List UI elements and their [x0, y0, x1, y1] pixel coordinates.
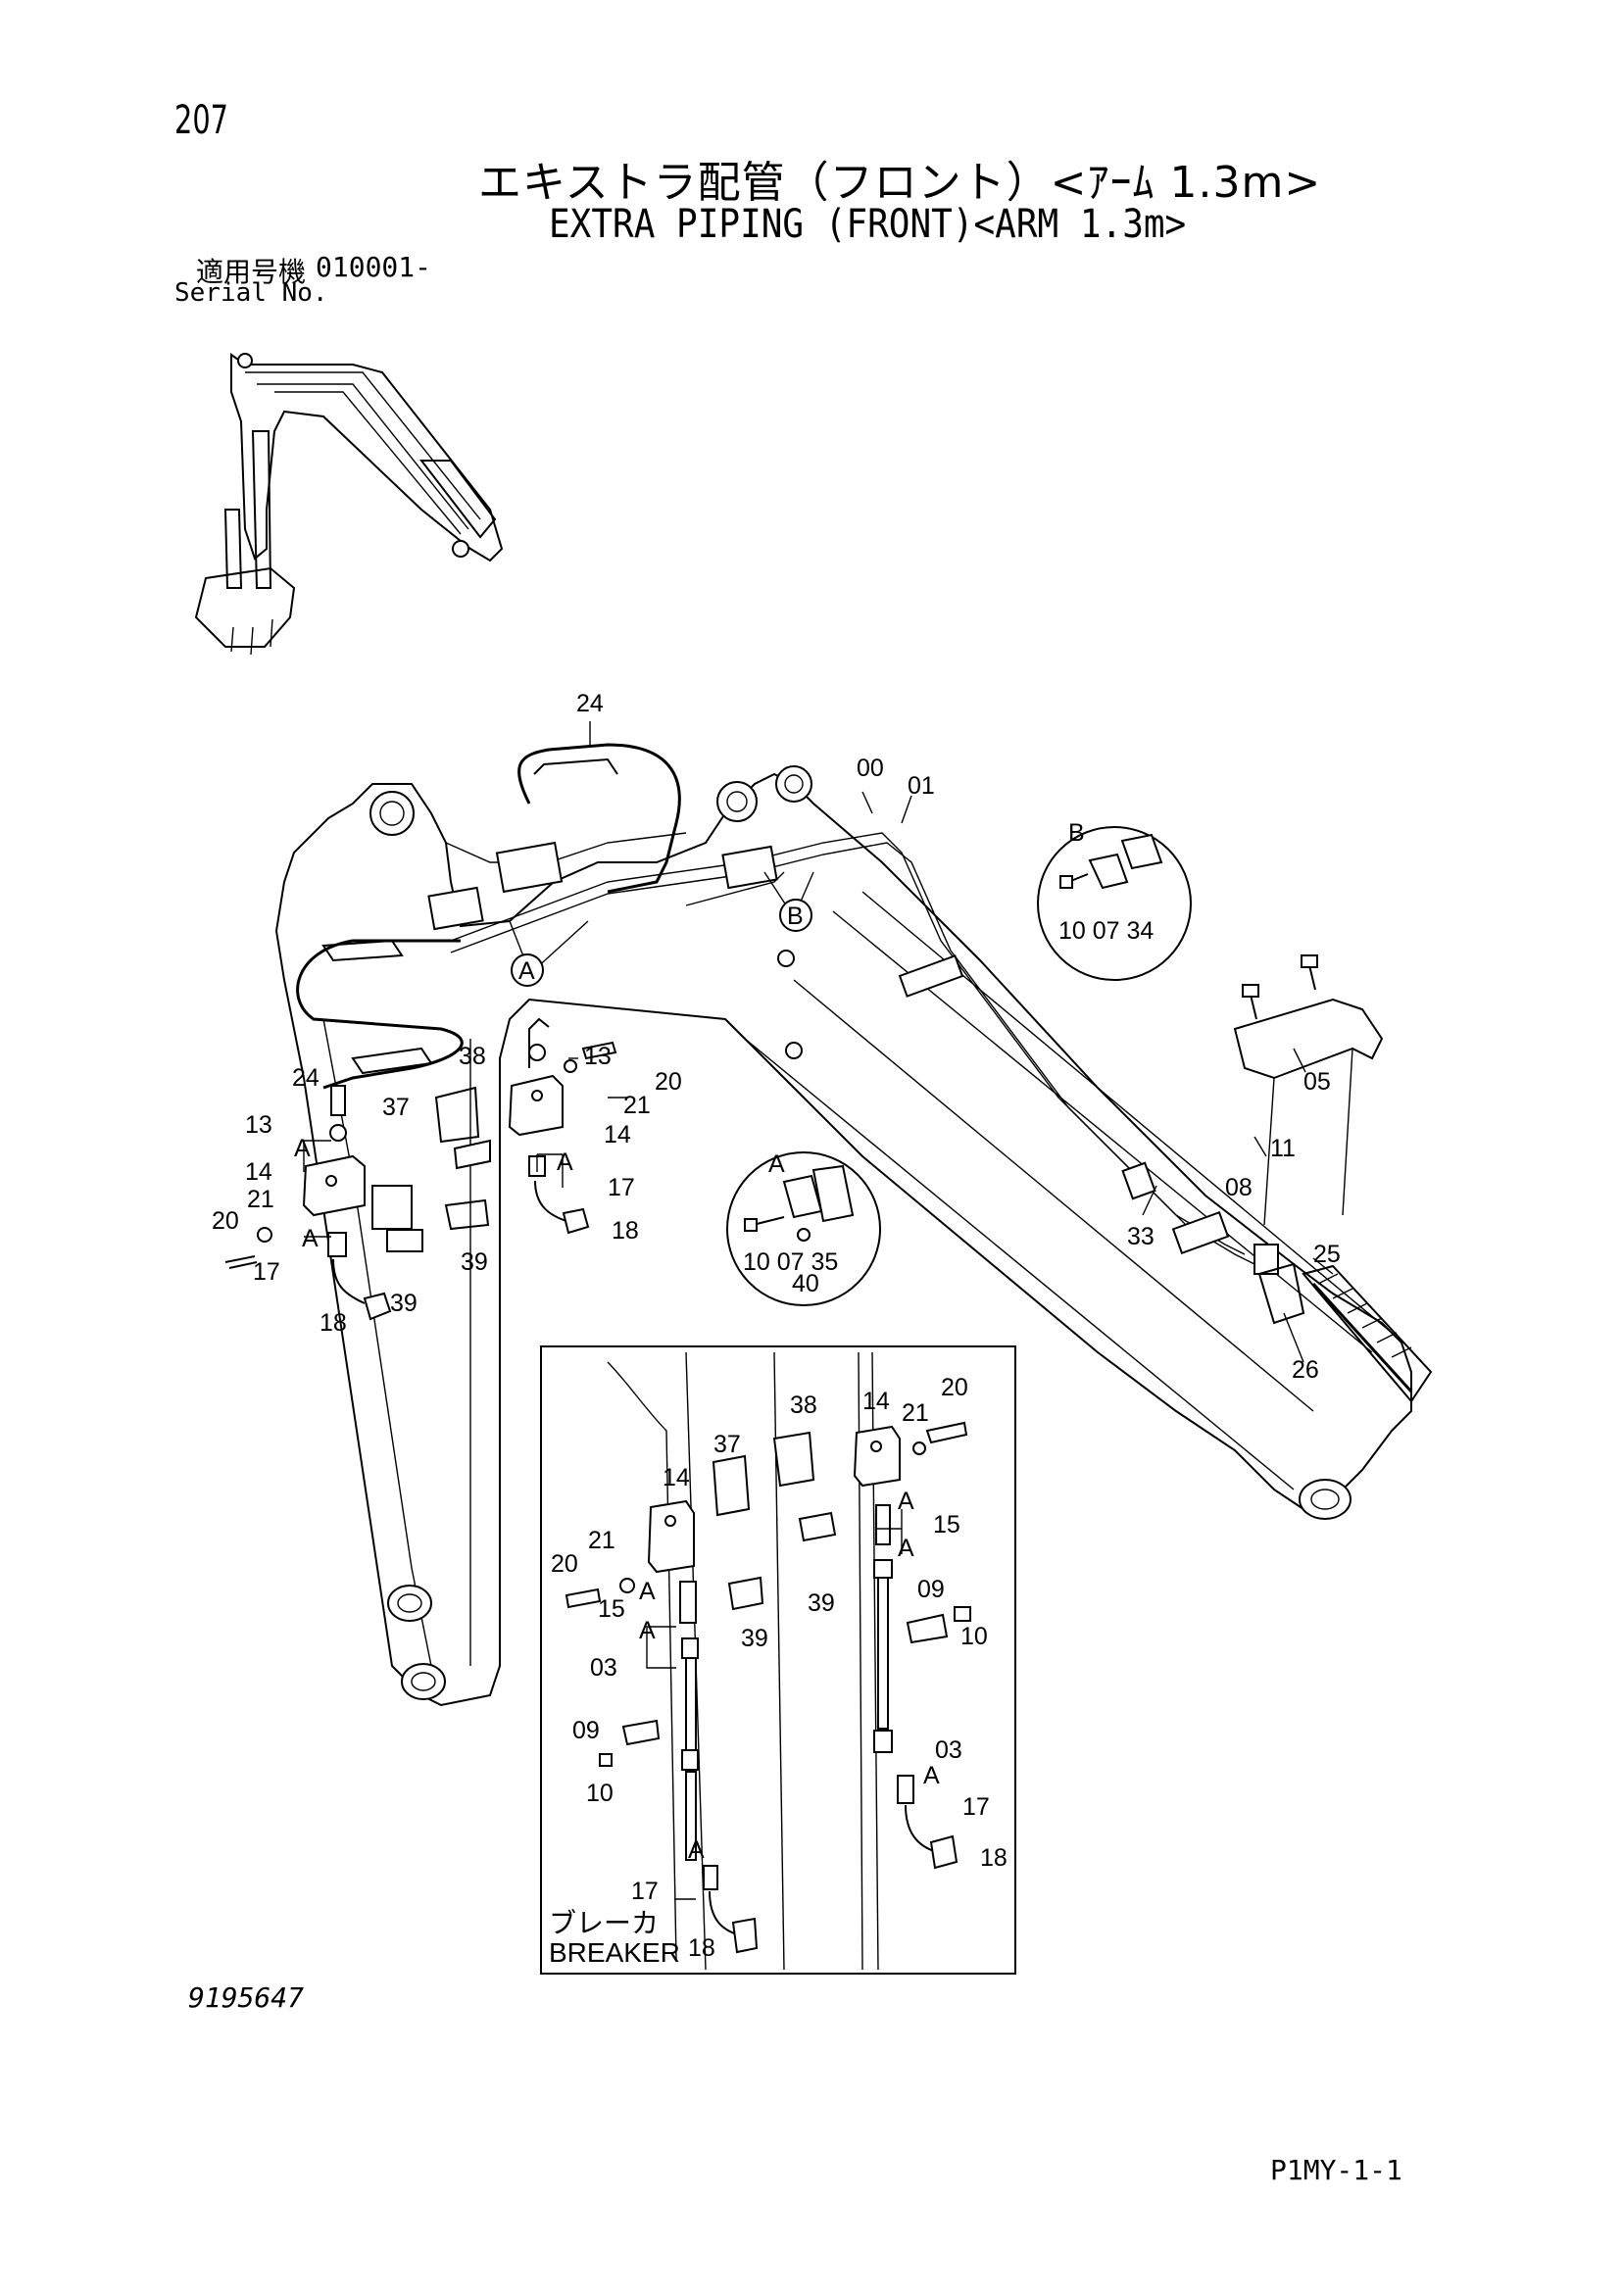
page-code: P1MY-1-1: [1270, 2154, 1402, 2186]
left-fittings-cluster: [224, 1085, 490, 1321]
arm-main-drawing: [274, 743, 1433, 1707]
callout-18-center: 18: [612, 1217, 639, 1245]
inset-callout-10-left: 10: [586, 1780, 614, 1807]
callout-b-circle: B: [787, 903, 804, 930]
callout-18-left: 18: [319, 1309, 347, 1337]
serial-label-japanese: 適用号機: [196, 256, 307, 288]
callout-40: 40: [792, 1270, 819, 1297]
inset-callout-39-right: 39: [808, 1589, 835, 1617]
callout-26: 26: [1292, 1356, 1319, 1384]
callout-10-07-35: 10 07 35: [743, 1248, 838, 1276]
callout-10-07-34: 10 07 34: [1058, 917, 1154, 945]
excavator-overview-drawing: [194, 353, 504, 656]
callout-13-left: 13: [245, 1111, 272, 1139]
callout-05: 05: [1303, 1068, 1331, 1096]
serial-value: 010001-: [316, 251, 432, 283]
page-number: 207: [174, 98, 228, 143]
callout-08: 08: [1225, 1174, 1253, 1201]
inset-callout-20-right: 20: [941, 1374, 968, 1401]
callout-01: 01: [908, 772, 935, 800]
inset-callout-18-left: 18: [688, 1934, 715, 1962]
inset-callout-38: 38: [790, 1392, 817, 1419]
callout-38: 38: [459, 1043, 486, 1070]
serial-label-english: Serial No.: [174, 278, 328, 308]
callout-24-hose-top: 24: [576, 690, 604, 717]
callout-14-left: 14: [245, 1158, 272, 1186]
callout-39-left: 39: [390, 1290, 418, 1317]
callout-00: 00: [857, 755, 884, 782]
callout-13-center: 13: [584, 1043, 612, 1070]
callout-17-center: 17: [608, 1174, 635, 1201]
inset-callout-17-left: 17: [631, 1878, 659, 1905]
detail-a-inset: [726, 1151, 881, 1306]
drawing-number: 9195647: [188, 1981, 305, 2014]
callout-20-center: 20: [655, 1068, 682, 1096]
callout-33: 33: [1127, 1223, 1155, 1250]
callout-39-center: 39: [461, 1248, 488, 1276]
inset-callout-18-right: 18: [980, 1844, 1008, 1872]
callout-a-detail-label: A: [768, 1150, 785, 1178]
inset-callout-15-left: 15: [598, 1595, 625, 1623]
inset-callout-a-left-2: A: [639, 1617, 656, 1644]
callout-a-left-upper: A: [294, 1135, 311, 1162]
callout-20-left: 20: [212, 1207, 239, 1235]
callout-17-left: 17: [253, 1258, 280, 1286]
inset-callout-a-left-1: A: [639, 1578, 656, 1605]
callout-25: 25: [1313, 1241, 1341, 1268]
inset-callout-21-right: 21: [902, 1399, 929, 1427]
breaker-label-english: BREAKER: [549, 1937, 680, 1968]
callout-a-circle: A: [518, 957, 535, 985]
callout-b-detail-label: B: [1068, 819, 1085, 847]
inset-callout-20-left: 20: [551, 1550, 578, 1578]
center-fittings-cluster: [453, 1017, 617, 1235]
breaker-label-japanese: ブレーカ: [549, 1907, 659, 1939]
inset-callout-39-left: 39: [741, 1625, 768, 1652]
title-english: EXTRA PIPING (FRONT)<ARM 1.3m>: [549, 202, 1187, 247]
callout-24-hose-left: 24: [292, 1064, 319, 1092]
callout-a-left-lower: A: [302, 1225, 319, 1252]
detail-b-inset: [1037, 826, 1192, 981]
inset-callout-03-right: 03: [935, 1736, 962, 1764]
callout-a-center: A: [557, 1148, 573, 1176]
callout-11: 11: [1270, 1135, 1296, 1162]
callout-37: 37: [382, 1094, 410, 1121]
inset-callout-37: 37: [713, 1431, 741, 1458]
inset-callout-03-left: 03: [590, 1654, 617, 1682]
inset-callout-a-right-3: A: [923, 1762, 940, 1789]
breaker-inset: [540, 1345, 1016, 1975]
callout-21-center: 21: [623, 1092, 651, 1119]
inset-callout-14-right: 14: [862, 1388, 890, 1415]
inset-callout-15-right: 15: [933, 1511, 960, 1539]
callout-14-center: 14: [604, 1121, 631, 1148]
inset-callout-17-right: 17: [962, 1793, 990, 1821]
inset-callout-09-right: 09: [917, 1576, 945, 1603]
inset-callout-21-left: 21: [588, 1527, 615, 1554]
inset-callout-a-right-1: A: [898, 1488, 914, 1515]
inset-callout-14-left: 14: [663, 1464, 690, 1491]
inset-callout-a-left-3: A: [688, 1836, 705, 1864]
inset-callout-10-right: 10: [960, 1623, 988, 1650]
inset-callout-09-left: 09: [572, 1717, 600, 1744]
callout-21-left: 21: [247, 1186, 274, 1213]
title-japanese: エキストラ配管（フロント）<ｱｰﾑ 1.3m>: [478, 158, 1322, 208]
inset-callout-a-right-2: A: [898, 1535, 914, 1562]
